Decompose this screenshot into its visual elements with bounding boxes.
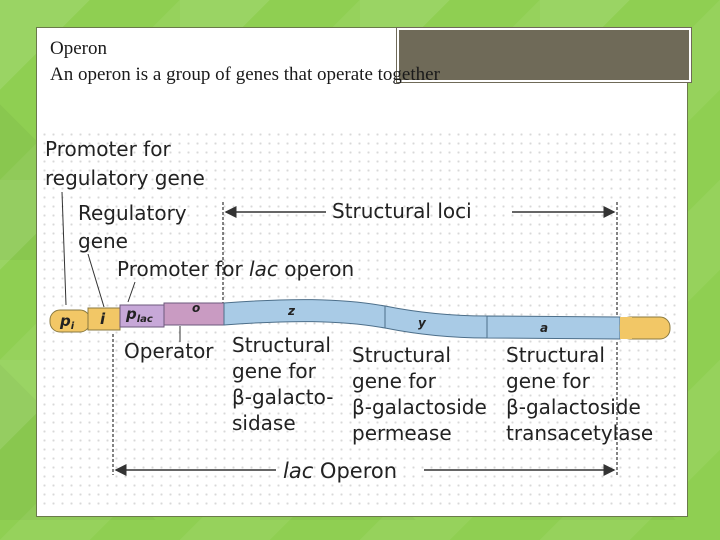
pointer-i <box>88 254 104 307</box>
structural-loci-label: Structural loci <box>332 199 472 223</box>
lac-operon-label: lac Operon <box>283 459 397 483</box>
pointer-plac <box>128 282 135 302</box>
title-decoration-box <box>397 28 691 82</box>
gene-z-description: Structural gene for β-galacto- sidase <box>232 333 340 435</box>
segment-y-label: y <box>418 316 427 330</box>
segment-z-label: z <box>287 304 296 318</box>
pointer-pi <box>62 192 66 305</box>
segment-i-label: i <box>100 310 106 328</box>
segment-z <box>224 300 385 328</box>
promoter-regulatory-label: Promoter for regulatory gene <box>45 137 205 190</box>
regulatory-gene-label: Regulatory gene <box>78 201 193 253</box>
gene-y-description: Structural gene for β-galactoside permea… <box>352 343 493 445</box>
segment-a <box>487 316 620 339</box>
title-text: Operon <box>50 36 440 62</box>
segment-a-label: a <box>540 321 548 335</box>
gene-a-description: Structural gene for β-galactoside transa… <box>506 343 653 445</box>
promoter-lac-label: Promoter for lac operon <box>117 257 354 281</box>
operator-label: Operator <box>124 339 214 363</box>
slide-title: Operon An operon is a group of genes tha… <box>50 36 440 88</box>
subtitle-text: An operon is a group of genes that opera… <box>50 62 440 88</box>
segment-y <box>385 306 487 338</box>
lac-operon-figure: Promoter for regulatory gene Regulatory … <box>40 130 680 510</box>
segment-tail-join <box>620 317 632 339</box>
segment-o-label: o <box>192 301 200 315</box>
operon-diagram: Promoter for regulatory gene Regulatory … <box>40 130 680 510</box>
